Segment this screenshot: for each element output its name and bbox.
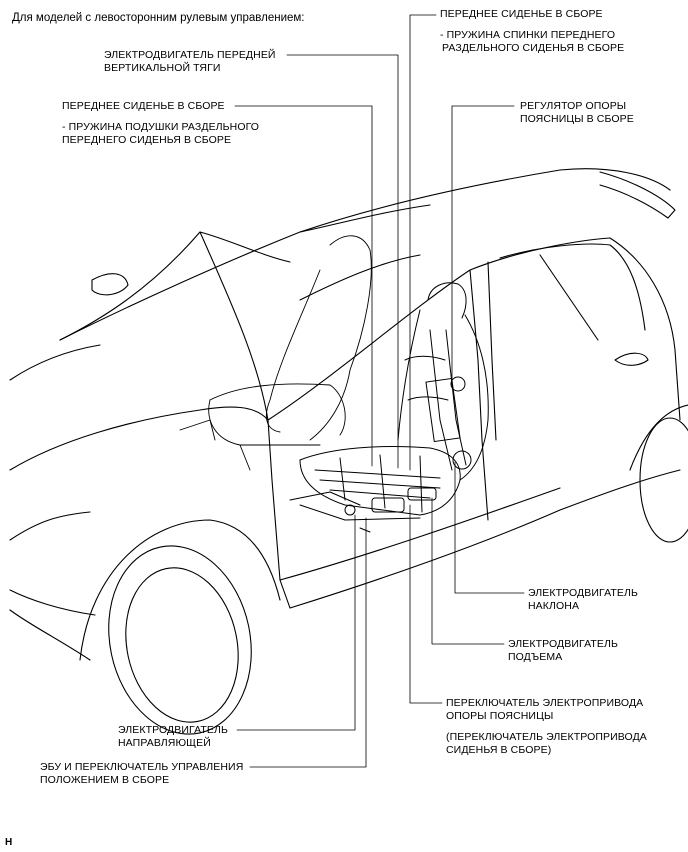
- label-vertical-motor: ЭЛЕКТРОДВИГАТЕЛЬ ПЕРЕДНЕЙ ВЕРТИКАЛЬНОЙ Т…: [104, 49, 276, 75]
- label-text: НАКЛОНА: [528, 600, 580, 612]
- label-front-seat-left: ПЕРЕДНЕЕ СИДЕНЬЕ В СБОРЕ - ПРУЖИНА ПОДУШ…: [62, 100, 259, 147]
- label-text: ВЕРТИКАЛЬНОЙ ТЯГИ: [104, 62, 221, 74]
- passenger-seat: [179, 235, 372, 471]
- label-text: СИДЕНЬЯ В СБОРЕ): [446, 744, 552, 756]
- label-text: ЭБУ И ПЕРЕКЛЮЧАТЕЛЬ УПРАВЛЕНИЯ: [40, 761, 244, 773]
- label-text: ПЕРЕКЛЮЧАТЕЛЬ ЭЛЕКТРОПРИВОДА: [446, 697, 644, 709]
- label-slide-motor: ЭЛЕКТРОДВИГАТЕЛЬ НАПРАВЛЯЮЩЕЙ: [118, 724, 228, 750]
- label-text: - ПРУЖИНА ПОДУШКИ РАЗДЕЛЬНОГО: [62, 121, 260, 133]
- label-text: ПЕРЕДНЕЕ СИДЕНЬЕ В СБОРЕ: [62, 100, 225, 112]
- label-text: - ПРУЖИНА СПИНКИ ПЕРЕДНЕГО: [440, 29, 616, 41]
- label-text: ПОЯСНИЦЫ В СБОРЕ: [520, 113, 634, 125]
- label-lumbar-adjuster: РЕГУЛЯТОР ОПОРЫ ПОЯСНИЦЫ В СБОРЕ: [520, 100, 634, 126]
- label-text: РАЗДЕЛЬНОГО СИДЕНЬЯ В СБОРЕ: [442, 42, 625, 54]
- driver-seat: [289, 282, 489, 533]
- label-lift-motor: ЭЛЕКТРОДВИГАТЕЛЬ ПОДЪЕМА: [508, 638, 618, 664]
- label-text: ОПОРЫ ПОЯСНИЦЫ: [446, 710, 554, 722]
- label-text: НАПРАВЛЯЮЩЕЙ: [118, 737, 211, 749]
- label-text: ЭЛЕКТРОДВИГАТЕЛЬ: [528, 587, 638, 599]
- label-text: ПЕРЕДНЕГО СИДЕНЬЯ В СБОРЕ: [62, 134, 232, 146]
- label-text: РЕГУЛЯТОР ОПОРЫ: [520, 100, 627, 112]
- diagram-header: Для моделей с левосторонним рулевым упра…: [12, 12, 305, 24]
- label-recline-motor: ЭЛЕКТРОДВИГАТЕЛЬ НАКЛОНА: [528, 587, 638, 613]
- label-ecu: ЭБУ И ПЕРЕКЛЮЧАТЕЛЬ УПРАВЛЕНИЯ ПОЛОЖЕНИЕ…: [40, 761, 243, 787]
- label-text: ЭЛЕКТРОДВИГАТЕЛЬ: [118, 724, 228, 736]
- label-text: ПОЛОЖЕНИЕМ В СБОРЕ: [40, 774, 170, 786]
- car-body: [9, 168, 688, 735]
- label-text: ПОДЪЕМА: [508, 651, 563, 663]
- leader-lines: [234, 14, 525, 768]
- label-text: ЭЛЕКТРОДВИГАТЕЛЬ: [508, 638, 618, 650]
- corner-mark: H: [5, 837, 13, 848]
- label-text: ЭЛЕКТРОДВИГАТЕЛЬ ПЕРЕДНЕЙ: [104, 49, 276, 61]
- label-lumbar-switch: ПЕРЕКЛЮЧАТЕЛЬ ЭЛЕКТРОПРИВОДА ОПОРЫ ПОЯСН…: [446, 697, 647, 757]
- label-text: (ПЕРЕКЛЮЧАТЕЛЬ ЭЛЕКТРОПРИВОДА: [446, 731, 647, 743]
- label-text: ПЕРЕДНЕЕ СИДЕНЬЕ В СБОРЕ: [440, 8, 603, 20]
- label-front-seat-top: ПЕРЕДНЕЕ СИДЕНЬЕ В СБОРЕ - ПРУЖИНА СПИНК…: [440, 8, 624, 55]
